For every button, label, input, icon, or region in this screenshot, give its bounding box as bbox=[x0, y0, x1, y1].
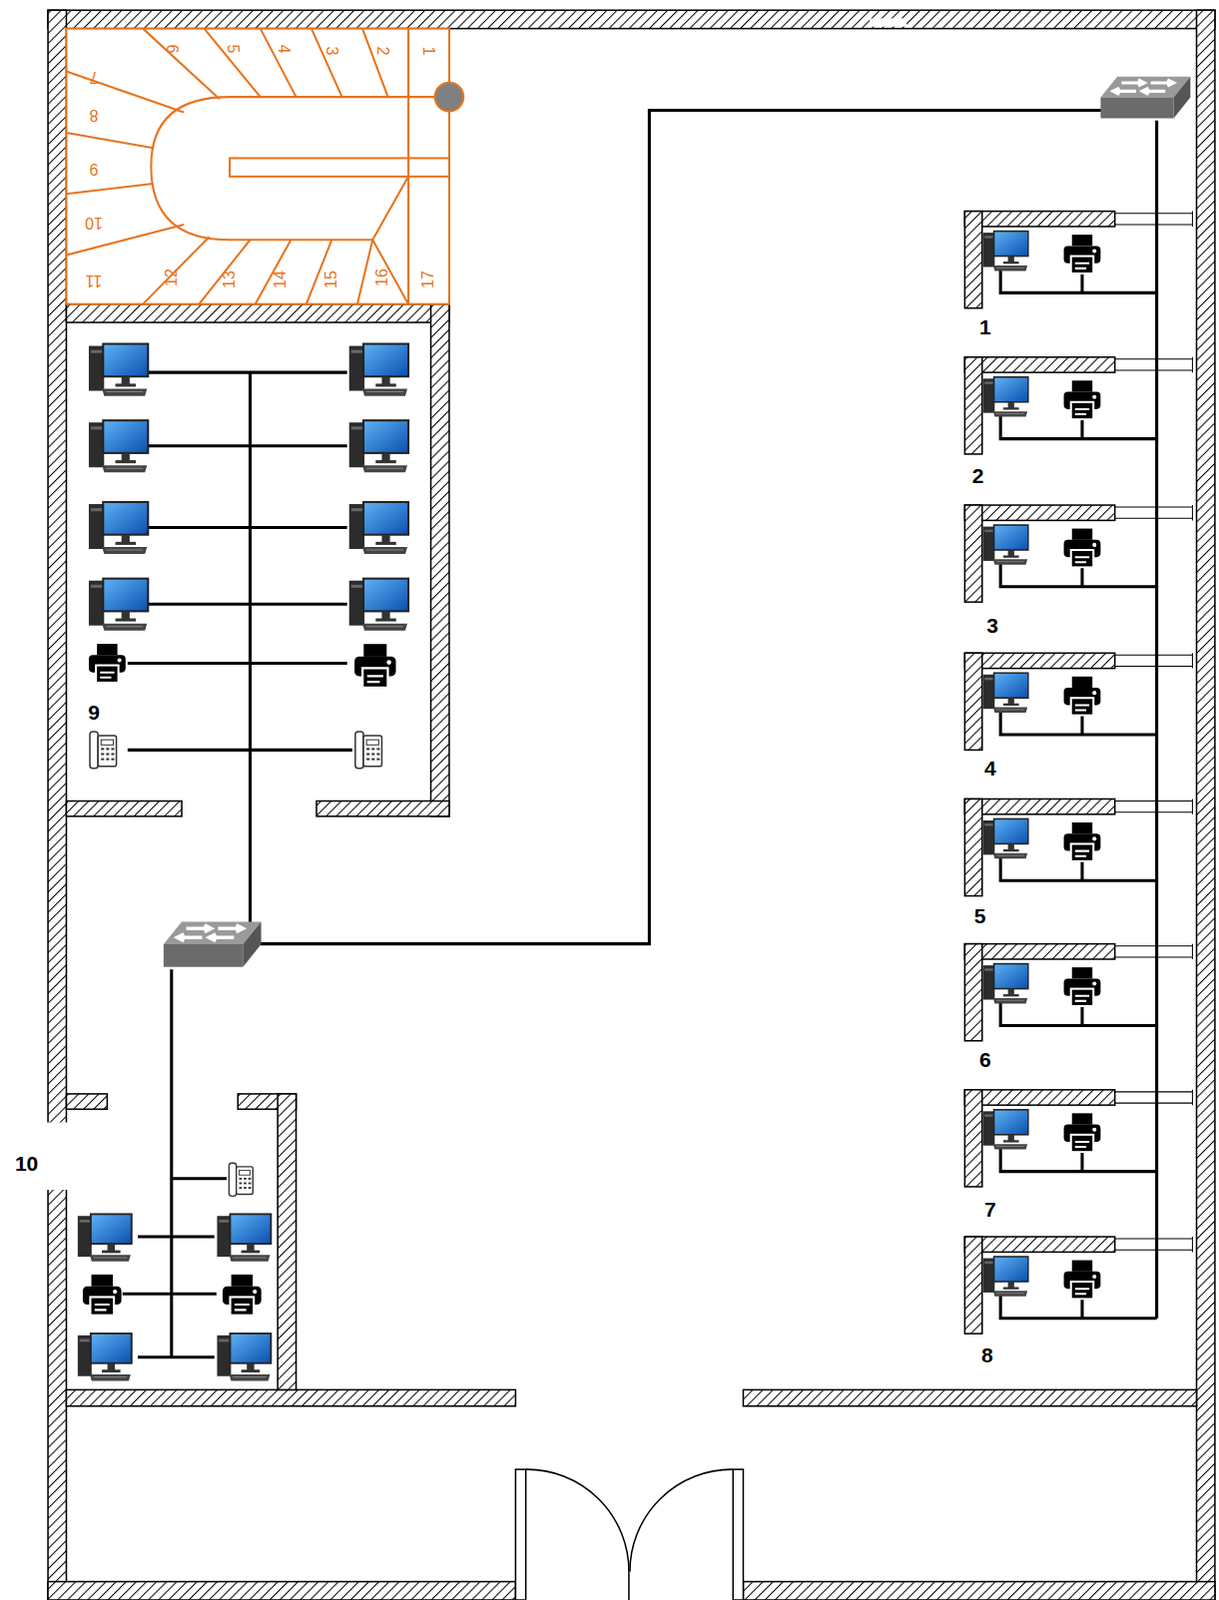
cubicle-wall bbox=[964, 505, 1115, 521]
cubicle-wall bbox=[964, 1236, 1115, 1252]
network-switch bbox=[163, 921, 262, 967]
room-number: 3 bbox=[983, 612, 1002, 636]
computer-icon bbox=[983, 525, 1029, 566]
computer-icon bbox=[983, 1110, 1029, 1151]
cubicle-wall bbox=[964, 211, 1115, 227]
stair-step-number: 9 bbox=[89, 160, 99, 177]
stair-step-number: 12 bbox=[163, 268, 180, 287]
stair-post bbox=[435, 82, 465, 112]
cubicle-door bbox=[1115, 1236, 1194, 1252]
computer-icon bbox=[983, 964, 1029, 1005]
printer-icon bbox=[1064, 1260, 1102, 1300]
printer-icon bbox=[1064, 676, 1102, 716]
stair-step-number: 11 bbox=[85, 272, 103, 289]
stair-step-number: 17 bbox=[420, 270, 437, 289]
printer-icon bbox=[1064, 380, 1102, 420]
cubicle-wall bbox=[964, 944, 1115, 960]
cubicle-wall bbox=[964, 798, 1115, 814]
cubicle-door bbox=[1115, 211, 1194, 227]
room-number: 2 bbox=[969, 464, 988, 488]
cubicle-wall bbox=[964, 1090, 982, 1188]
wall-gap bbox=[40, 1123, 72, 1191]
stair-step-number: 1 bbox=[420, 46, 437, 56]
room-number: 1 bbox=[976, 315, 995, 339]
cubicle-wall bbox=[964, 652, 982, 750]
room-number: 8 bbox=[978, 1342, 997, 1366]
room-number: 10 bbox=[11, 1152, 41, 1176]
stair-step-number: 10 bbox=[84, 214, 103, 231]
cubicle-wall bbox=[964, 211, 982, 309]
cubicle-door bbox=[1115, 1090, 1194, 1106]
room-number: 4 bbox=[981, 755, 1000, 779]
stair-step-number: 6 bbox=[163, 44, 180, 54]
stair-step-number: 4 bbox=[275, 44, 292, 54]
cubicle-door bbox=[1115, 505, 1194, 521]
stair-step-number: 5 bbox=[224, 44, 241, 54]
stair-step-number: 14 bbox=[272, 270, 289, 289]
cubicle-wall bbox=[964, 505, 982, 603]
room-10-devices bbox=[77, 1163, 272, 1381]
entrance-doors bbox=[515, 1469, 743, 1600]
stair-step-number: 3 bbox=[323, 46, 340, 56]
printer-icon bbox=[1064, 967, 1102, 1007]
printer-icon bbox=[1064, 1113, 1102, 1153]
cubicle-wall bbox=[964, 1236, 982, 1334]
cubicle-wall bbox=[964, 1090, 1115, 1106]
computer-icon bbox=[983, 231, 1029, 272]
cubicle-wall bbox=[964, 652, 1115, 668]
computer-icon bbox=[983, 672, 1029, 713]
stair-step-number: 13 bbox=[221, 270, 238, 289]
office-cubicles bbox=[964, 211, 1193, 1335]
room-number: 9 bbox=[84, 699, 103, 723]
computer-icon bbox=[983, 1256, 1029, 1297]
cubicle-wall bbox=[964, 798, 982, 896]
cubicle-door bbox=[1115, 652, 1194, 668]
computer-icon bbox=[983, 818, 1029, 859]
computer-icon bbox=[983, 377, 1029, 418]
room-number: 6 bbox=[976, 1048, 995, 1072]
stair-step-number: 16 bbox=[374, 268, 391, 287]
wall-gap bbox=[869, 17, 907, 26]
cubicle-wall bbox=[964, 357, 982, 455]
room-number: 7 bbox=[981, 1198, 1000, 1221]
walls bbox=[47, 9, 1216, 1600]
printer-icon bbox=[1064, 529, 1102, 569]
stair-step-number: 15 bbox=[323, 270, 340, 289]
room-number: 5 bbox=[971, 904, 990, 928]
cubicle-wall bbox=[964, 944, 982, 1042]
network-switch bbox=[1100, 76, 1191, 119]
printer-icon bbox=[1064, 234, 1102, 274]
cubicle-door bbox=[1115, 357, 1194, 373]
network-cables bbox=[122, 109, 1158, 1357]
staircase bbox=[65, 28, 449, 305]
stair-step-number: 2 bbox=[374, 46, 391, 56]
stair-step-number: 8 bbox=[89, 106, 99, 123]
cubicle-wall bbox=[964, 357, 1115, 373]
room-9-devices bbox=[88, 344, 409, 769]
printer-icon bbox=[1064, 822, 1102, 862]
cubicle-door bbox=[1115, 944, 1194, 960]
cubicle-door bbox=[1115, 798, 1194, 814]
stair-step-number: 7 bbox=[89, 68, 99, 85]
